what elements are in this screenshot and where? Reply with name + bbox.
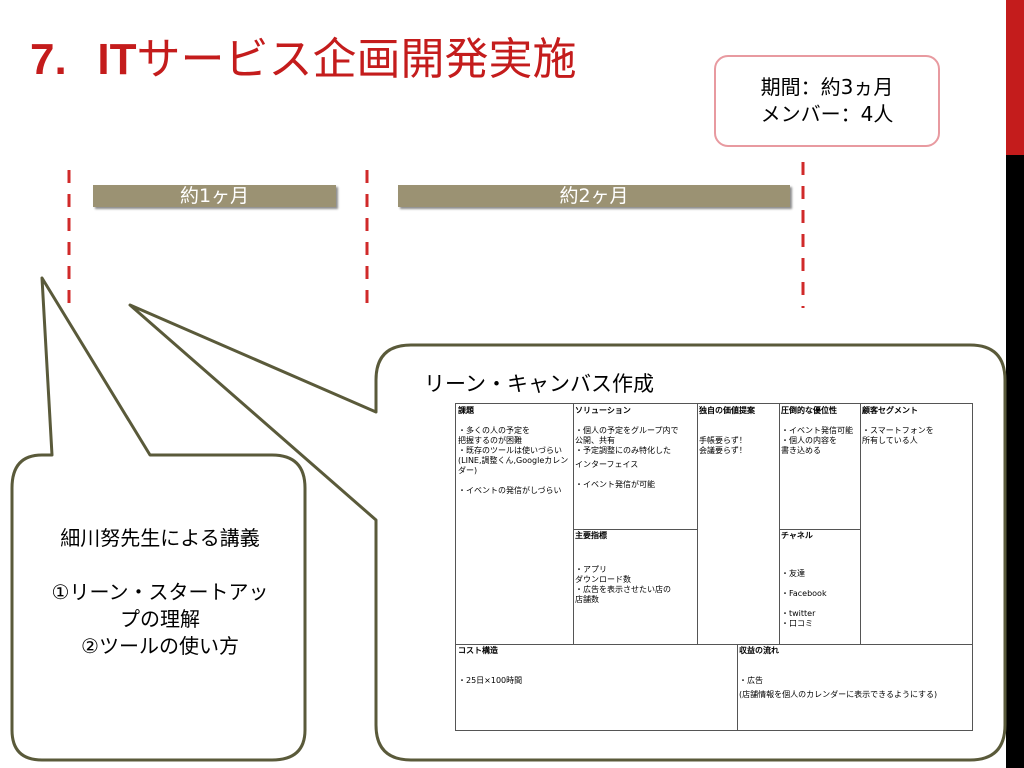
cell-line: (店舗情報を個人のカレンダーに表示できるようにする) bbox=[739, 690, 938, 699]
cell-line: 手帳要らず！ bbox=[699, 436, 747, 445]
cell-revenue: 収益の流れ ・広告 (店舗情報を個人のカレンダーに表示できるようにする) bbox=[737, 644, 972, 730]
members-text: メンバー：4人 bbox=[760, 102, 894, 126]
cell-line: ダウンロード数 bbox=[575, 575, 631, 584]
cell-line: 把握するのが困難 bbox=[458, 436, 522, 445]
cell-header: コスト構造 bbox=[458, 646, 498, 655]
title-it: IT bbox=[97, 35, 137, 84]
cell-line: ・広告を表示させたい店の bbox=[575, 585, 671, 594]
grid-line bbox=[456, 644, 972, 645]
cell-metrics: 主要指標 ・アプリ ダウンロード数 ・広告を表示させたい店の 店舗数 bbox=[573, 529, 697, 644]
cell-header: 収益の流れ bbox=[739, 646, 779, 655]
cell-problem: 課題 ・多くの人の予定を 把握するのが困難 ・既存のツールは使いづらい (LIN… bbox=[456, 404, 573, 644]
grid-line bbox=[860, 404, 861, 644]
cell-line: ・個人の予定をグループ内で bbox=[575, 426, 679, 435]
canvas-title: リーン・キャンバス作成 bbox=[424, 372, 654, 396]
cell-line: ・イベントの発信がしづらい bbox=[458, 486, 562, 495]
cell-uvp: 独自の価値提案 手帳要らず！ 会議要らず！ bbox=[697, 404, 779, 644]
period-text: 期間：約3ヵ月 bbox=[760, 75, 894, 99]
cell-line: 所有している人 bbox=[862, 436, 918, 445]
grid-line bbox=[779, 404, 780, 644]
title-number: 7. bbox=[30, 35, 67, 84]
side-bar-red bbox=[1006, 0, 1024, 155]
cell-line: ・多くの人の予定を bbox=[458, 426, 530, 435]
cell-line: ・Facebook bbox=[781, 589, 827, 598]
cell-advantage: 圧倒的な優位性 ・イベント発信可能 ・個人の内容を 書き込める bbox=[779, 404, 860, 529]
cell-line: ・アプリ bbox=[575, 565, 607, 574]
lean-canvas: 課題 ・多くの人の予定を 把握するのが困難 ・既存のツールは使いづらい (LIN… bbox=[455, 403, 973, 731]
cell-header: 課題 bbox=[458, 406, 474, 415]
cell-line: ・イベント発信が可能 bbox=[575, 480, 655, 489]
lecture-line: ②ツールの使い方 bbox=[81, 634, 239, 658]
phase-bar-1: 約1ヶ月 bbox=[93, 185, 336, 207]
cell-header: 独自の価値提案 bbox=[699, 406, 755, 415]
cell-line: ・twitter bbox=[781, 609, 816, 618]
cell-line: ・口コミ bbox=[781, 619, 813, 628]
cell-line: インターフェイス bbox=[575, 460, 639, 469]
cell-line: ・25日×100時間 bbox=[458, 676, 523, 685]
grid-line bbox=[573, 404, 574, 644]
lecture-callout bbox=[10, 276, 307, 762]
title-text: サービス企画開発実施 bbox=[136, 34, 577, 85]
cell-cost: コスト構造 ・25日×100時間 bbox=[456, 644, 737, 730]
lecture-line bbox=[25, 552, 295, 579]
cell-header: ソリューション bbox=[575, 406, 631, 415]
cell-line: ・イベント発信可能 bbox=[781, 426, 853, 435]
lecture-text: 細川努先生による講義 ①リーン・スタートアッ プの理解 ②ツールの使い方 bbox=[25, 525, 295, 660]
slide-title: 7. ITサービス企画開発実施 bbox=[30, 30, 576, 90]
cell-line: ダー) bbox=[458, 466, 478, 475]
cell-line: 会議要らず！ bbox=[699, 446, 747, 455]
grid-line bbox=[573, 529, 697, 530]
cell-line: 店舗数 bbox=[575, 595, 599, 604]
grid-line bbox=[779, 529, 860, 530]
cell-line: ・個人の内容を bbox=[781, 436, 837, 445]
lecture-line: 細川努先生による講義 bbox=[60, 526, 260, 550]
grid-line bbox=[737, 644, 738, 730]
cell-line: (LINE,調整くん,Googleカレン bbox=[458, 456, 569, 465]
cell-solution: ソリューション ・個人の予定をグループ内で 公開、共有 ・予定調整にのみ特化した… bbox=[573, 404, 697, 529]
cell-header: 顧客セグメント bbox=[862, 406, 918, 415]
cell-line: ・既存のツールは使いづらい bbox=[458, 446, 562, 455]
cell-line: 書き込める bbox=[781, 446, 821, 455]
cell-line: ・スマートフォンを bbox=[862, 426, 934, 435]
cell-line: ・広告 bbox=[739, 676, 763, 685]
cell-line: ・友達 bbox=[781, 569, 805, 578]
lecture-line: ①リーン・スタートアッ bbox=[51, 580, 269, 604]
project-info-box: 期間：約3ヵ月 メンバー：4人 bbox=[714, 55, 940, 147]
cell-line: ・予定調整にのみ特化した bbox=[575, 446, 671, 455]
side-bar-black bbox=[1006, 155, 1024, 768]
grid-line bbox=[697, 404, 698, 644]
lecture-line: プの理解 bbox=[120, 607, 200, 631]
cell-segments: 顧客セグメント ・スマートフォンを 所有している人 bbox=[860, 404, 972, 644]
cell-line: 公開、共有 bbox=[575, 436, 615, 445]
cell-header: 圧倒的な優位性 bbox=[781, 406, 837, 415]
phase-bar-2: 約2ヶ月 bbox=[398, 185, 790, 207]
cell-header: 主要指標 bbox=[575, 531, 607, 540]
cell-channels: チャネル ・友達 ・Facebook ・twitter ・口コミ bbox=[779, 529, 860, 644]
cell-header: チャネル bbox=[781, 531, 813, 540]
